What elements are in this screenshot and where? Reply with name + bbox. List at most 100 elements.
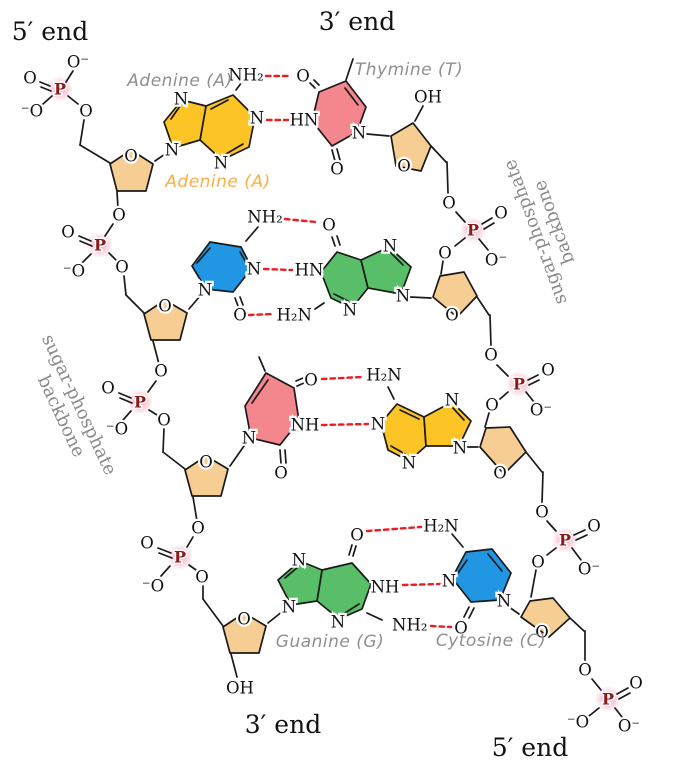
deoxyribose-sugars xyxy=(109,122,571,654)
hydrogen-bond xyxy=(401,582,443,587)
n-atom-label: N xyxy=(331,613,345,632)
three-prime-end-bottom-label: 3′ end xyxy=(245,710,321,739)
guanine-ring xyxy=(277,560,323,606)
hydrogen-bond xyxy=(247,312,275,317)
o-atom-label: O xyxy=(274,464,288,483)
n-atom-label: N xyxy=(352,124,366,143)
n-atom-label: N xyxy=(282,598,296,617)
sugar-ring xyxy=(143,299,188,341)
guanine-label: Guanine (G) xyxy=(276,632,384,652)
o-atom-label: O xyxy=(195,568,209,587)
o-atom-label: O xyxy=(112,206,126,225)
o-atom-label: O xyxy=(296,67,310,86)
cytosine-ring xyxy=(191,241,253,293)
n-atom-label: N xyxy=(396,287,410,306)
n-atom-label: N xyxy=(292,551,306,570)
phosphorus-atom-label: P xyxy=(174,548,186,567)
five-prime-end-top-label: 5′ end xyxy=(12,17,88,46)
phosphorus-atom-label: P xyxy=(513,375,525,394)
guanine-ring xyxy=(316,562,372,620)
hydrogen-bonds xyxy=(247,74,453,629)
sugar-ring xyxy=(390,122,432,172)
backbone-label-right: sugar-phosphate backbone xyxy=(497,144,591,307)
phosphorus-atom-label: P xyxy=(54,80,66,99)
sugar-ring xyxy=(109,149,154,192)
n-atom-label: N xyxy=(242,429,256,448)
adenine-label-gray: Adenine (A) xyxy=(126,71,232,91)
sugar-ring-o-label: O xyxy=(124,147,138,166)
sugar-ring-o-label: O xyxy=(445,306,459,325)
five-prime-end-bottom-label: 5′ end xyxy=(492,733,568,762)
h2n-group-label: H₂N xyxy=(366,366,401,385)
guanine-ring xyxy=(360,246,412,295)
n-atom-label: N xyxy=(445,391,459,410)
minus-o-label: ⁻O xyxy=(21,102,43,121)
cytosine-ring xyxy=(451,548,512,603)
o-atom-label: O xyxy=(629,674,643,693)
o-atom-label: O xyxy=(191,519,205,538)
n-atom-label: N xyxy=(198,281,212,300)
o-minus-label: O⁻ xyxy=(530,401,552,420)
o-atom-label: O xyxy=(494,204,508,223)
n-atom-label: N xyxy=(250,109,264,128)
minus-o-label: ⁻O xyxy=(142,577,164,596)
n-atom-label: N xyxy=(402,454,416,473)
o-atom-label: O xyxy=(578,661,592,680)
nh2-group-label: NH₂ xyxy=(247,208,282,227)
n-atom-label: N xyxy=(442,572,456,591)
n-atom-label: N xyxy=(383,237,397,256)
phosphorus-atom-label: P xyxy=(467,221,479,240)
hydrogen-bond xyxy=(429,624,453,629)
hn-group-label: HN xyxy=(295,261,324,280)
phosphorus-atom-label: P xyxy=(134,393,146,412)
n-atom-label: N xyxy=(371,415,385,434)
o-atom-label: O xyxy=(157,411,171,430)
left-backbone-bonds xyxy=(39,70,284,678)
o-atom-label: O xyxy=(330,160,344,179)
adenine-label-orange: Adenine (A) xyxy=(164,172,270,192)
sugar-ring-o-label: O xyxy=(237,610,251,629)
o-atom-label: O xyxy=(485,396,499,415)
o-atom-label: O xyxy=(61,223,75,242)
sugar-ring xyxy=(184,455,229,497)
hn-group-label: HN xyxy=(290,111,319,130)
o-minus-label: O⁻ xyxy=(578,560,600,579)
h2n-group-label: H₂N xyxy=(423,517,458,536)
adenine-ring xyxy=(199,94,256,161)
phosphorus-atom-label: P xyxy=(602,690,614,709)
backbone-label-left: sugar-phosphate backbone xyxy=(18,331,123,492)
minus-o-label: ⁻O xyxy=(567,713,589,732)
adenine-ring xyxy=(163,99,207,149)
o-atom-label: O xyxy=(154,362,168,381)
hydrogen-bond xyxy=(320,375,364,381)
n-atom-label: N xyxy=(247,260,261,279)
strand-end-labels: 5′ end 3′ end 3′ end 5′ end xyxy=(12,7,568,762)
sugar-ring-o-label: O xyxy=(199,453,213,472)
n-atom-label: N xyxy=(497,592,511,611)
cytosine-label: Cytosine (C) xyxy=(436,631,546,651)
nh-group-label: NH xyxy=(371,578,400,597)
o-atom-label: O xyxy=(438,244,452,263)
o-atom-label: O xyxy=(454,619,468,638)
minus-o-label: ⁻O xyxy=(106,420,128,439)
o-atom-label: O xyxy=(140,534,154,553)
adenine-ring xyxy=(423,401,472,447)
minus-o-label: ⁻O xyxy=(63,262,85,281)
n-atom-label: N xyxy=(214,154,228,173)
h2n-group-label: H₂N xyxy=(277,306,312,325)
sugar-ring xyxy=(432,271,478,318)
hydrogen-bond xyxy=(365,525,423,533)
o-atom-label: O xyxy=(535,503,549,522)
o-atom-label: O xyxy=(304,371,318,390)
sugar-ring-o-label: O xyxy=(493,464,507,483)
sugar-ring-o-label: O xyxy=(535,623,549,642)
thymine-label: Thymine (T) xyxy=(355,60,463,80)
atom-labels: P O O⁻ ⁻O O P O O ⁻O O P O O ⁻O O P O O … xyxy=(19,50,645,738)
o-atom-label: O xyxy=(79,102,93,121)
hydrogen-bond xyxy=(320,422,370,427)
o-atom-label: O xyxy=(115,258,129,277)
phosphorus-atom-label: P xyxy=(94,236,106,255)
o-atom-label: O xyxy=(442,194,456,213)
o-minus-label: O⁻ xyxy=(67,53,89,72)
